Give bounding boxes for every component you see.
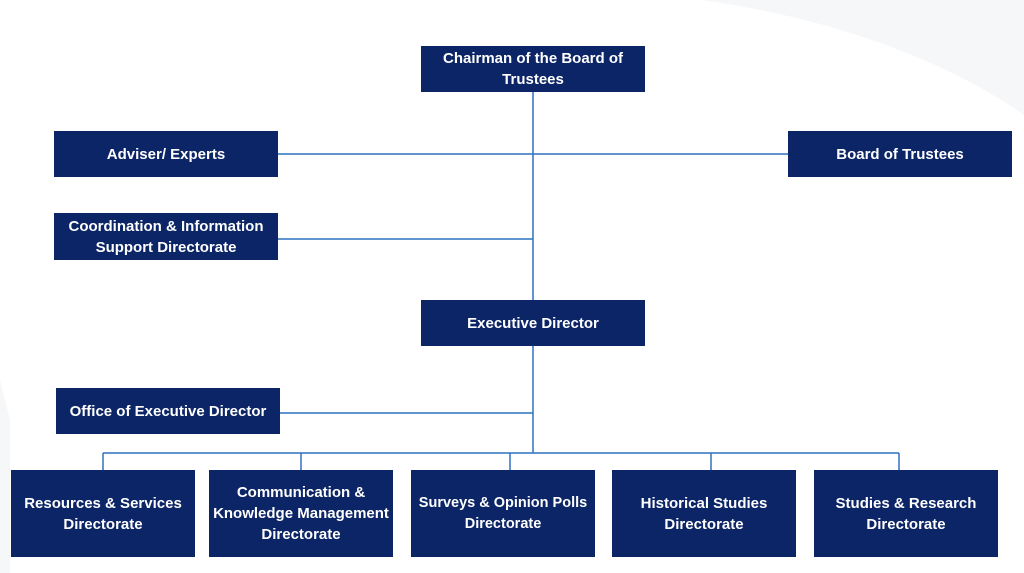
surveys-directorate-node: Surveys & Opinion Polls Directorate [411,470,595,557]
executive-director-node: Executive Director [421,300,645,346]
studies-directorate-label: Studies & Research Directorate [835,494,977,533]
historical-directorate-node: Historical Studies Directorate [612,470,796,557]
coordination-label: Coordination & Information Support Direc… [68,217,264,256]
board-node: Board of Trustees [788,131,1012,177]
surveys-directorate-label: Surveys & Opinion Polls Directorate [418,494,588,532]
chairman-node: Chairman of the Board of Trustees [421,46,645,92]
adviser-label: Adviser/ Experts [106,145,226,163]
resources-directorate-label: Resources & Services Directorate [24,494,182,533]
chairman-label: Chairman of the Board of Trustees [442,50,623,88]
executive-director-label: Executive Director [467,314,599,332]
communication-directorate-node: Communication & Knowledge Management Dir… [209,470,393,557]
studies-directorate-node: Studies & Research Directorate [814,470,998,557]
historical-directorate-label: Historical Studies Directorate [640,494,768,533]
adviser-node: Adviser/ Experts [54,131,278,177]
resources-directorate-node: Resources & Services Directorate [11,470,195,557]
office-node: Office of Executive Director [56,388,280,434]
board-label: Board of Trustees [836,145,964,163]
coordination-node: Coordination & Information Support Direc… [54,213,278,260]
communication-directorate-label: Communication & Knowledge Management Dir… [213,484,389,543]
office-label: Office of Executive Director [69,402,267,420]
